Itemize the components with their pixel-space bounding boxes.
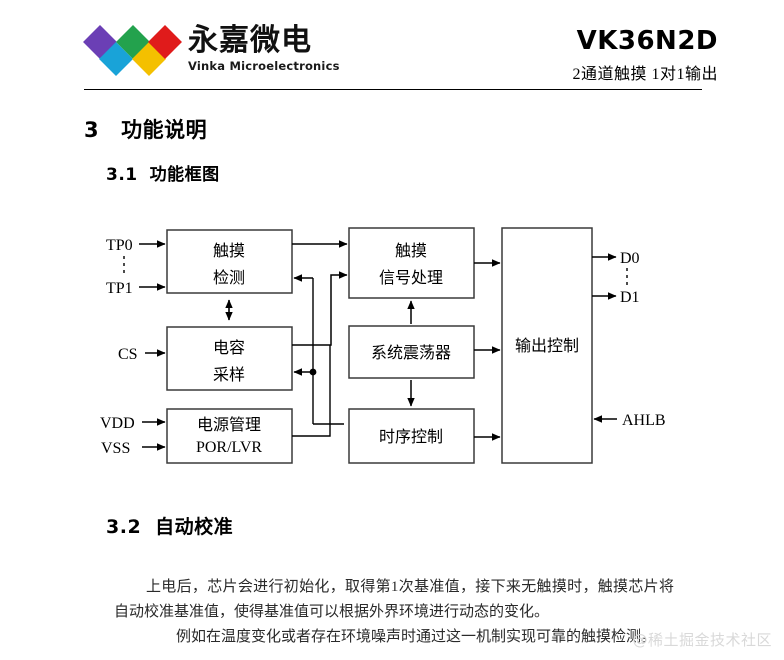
section-3-2-title: 自动校准: [155, 516, 234, 538]
label-touch-detect-line1: 触摸: [213, 242, 245, 260]
section-3-1-title: 功能框图: [149, 165, 220, 185]
logo-diamonds-icon: [83, 25, 182, 78]
pin-label-cs: CS: [118, 346, 138, 363]
section-heading-3: 3 功能说明: [84, 114, 207, 144]
bus-junction-dot: [309, 368, 317, 376]
section-3-1-number: 3.1: [106, 165, 138, 185]
line-power-to-bus: [292, 345, 331, 437]
label-oscillator: 系统震荡器: [371, 344, 451, 362]
block-signal-process: [348, 227, 475, 299]
pin-label-tp0: TP0: [106, 237, 133, 254]
header-divider: [84, 89, 702, 90]
section-heading-3-2: 3.2 自动校准: [106, 512, 233, 539]
pin-label-d0: D0: [620, 250, 640, 267]
label-power-mgmt-line1: 电源管理: [197, 416, 261, 434]
block-cap-sample: [166, 326, 293, 391]
pin-label-vss: VSS: [101, 440, 130, 457]
header-part-info: VK36N2D 2通道触摸 1对1输出: [572, 26, 718, 84]
section-3-2-number: 3.2: [106, 516, 142, 538]
label-cap-sample-line2: 采样: [213, 366, 245, 384]
pin-label-d1: D1: [620, 289, 640, 306]
block-oscillator: [348, 325, 475, 379]
label-signal-process-line1: 触摸: [395, 242, 427, 260]
paragraph-auto-calibration-1: 上电后，芯片会进行初始化，取得第1次基准值，接下来无触摸时，触摸芯片将自动校准基…: [114, 579, 674, 620]
arrow-sample-to-signal: [292, 271, 348, 346]
pin-label-vdd: VDD: [100, 415, 135, 432]
section-3-title: 功能说明: [121, 118, 208, 142]
pin-label-ahlb: AHLB: [622, 412, 666, 429]
part-number: VK36N2D: [576, 26, 718, 56]
logo-chinese-name: 永嘉微电: [188, 23, 312, 58]
block-output-ctrl: [501, 227, 593, 464]
label-timing-ctrl: 时序控制: [379, 428, 443, 446]
section-heading-3-1: 3.1 功能框图: [106, 160, 220, 185]
block-touch-detect: [166, 229, 293, 294]
watermark-text: @稀土掘金技术社区: [632, 631, 772, 649]
page-header: 永嘉微电 Vinka Microelectronics VK36N2D 2通道触…: [0, 0, 784, 95]
block-timing-ctrl: [348, 408, 475, 464]
company-logo: 永嘉微电 Vinka Microelectronics: [83, 23, 340, 78]
label-power-mgmt-line2: POR/LVR: [196, 439, 262, 456]
logo-english-name: Vinka Microelectronics: [188, 59, 340, 73]
part-description: 2通道触摸 1对1输出: [572, 66, 718, 83]
logo-text: 永嘉微电 Vinka Microelectronics: [188, 23, 340, 74]
block-power-mgmt: [166, 408, 293, 464]
section-3-number: 3: [84, 118, 100, 142]
label-cap-sample-line1: 电容: [213, 339, 245, 357]
label-signal-process-line2: 信号处理: [379, 269, 443, 287]
label-touch-detect-line2: 检测: [213, 269, 245, 287]
label-output-ctrl: 输出控制: [515, 337, 579, 355]
paragraph-auto-calibration-2: 例如在温度变化或者存在环境噪声时通过这一机制实现可靠的触摸检测。: [176, 629, 657, 645]
pin-label-tp1: TP1: [106, 280, 133, 297]
